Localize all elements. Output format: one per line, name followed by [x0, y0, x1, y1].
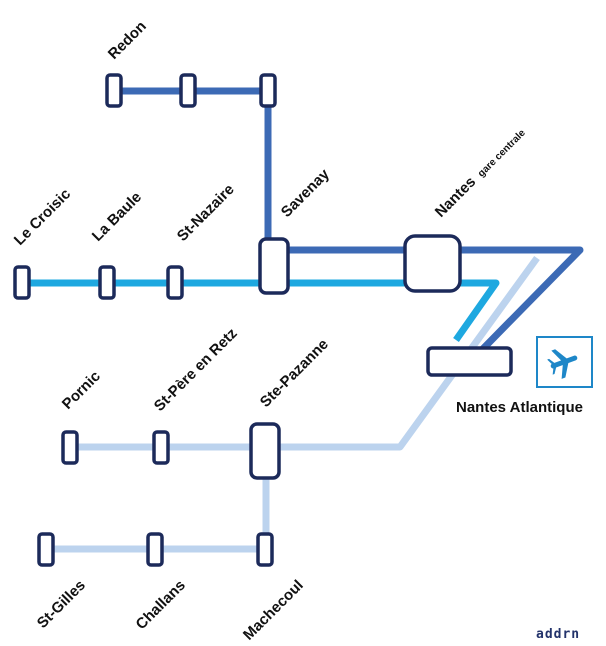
- label-challans: Challans: [133, 577, 189, 633]
- station-ste-pazanne[interactable]: [249, 422, 281, 480]
- label-savenay: Savenay: [278, 165, 334, 221]
- label-ste-pazanne: Ste-Pazanne: [257, 336, 332, 411]
- station-pornic[interactable]: [61, 430, 79, 465]
- airplane-icon: [536, 336, 593, 388]
- label-pornic: Pornic: [59, 368, 104, 413]
- label-nantes-sub: gare centrale: [476, 127, 528, 179]
- station-redon-a[interactable]: [105, 73, 123, 108]
- station-st-nazaire[interactable]: [166, 265, 184, 300]
- station-la-baule[interactable]: [98, 265, 116, 300]
- label-la-baule: La Baule: [89, 189, 145, 245]
- station-le-croisic[interactable]: [13, 265, 31, 300]
- line-segment-pornic: [70, 255, 540, 451]
- label-redon: Redon: [105, 18, 150, 63]
- label-nantes-atlantique: Nantes Atlantique: [456, 399, 583, 416]
- station-challans[interactable]: [146, 532, 164, 567]
- station-machecoul[interactable]: [256, 532, 274, 567]
- station-nantes-atlantique[interactable]: [426, 346, 513, 377]
- label-nantes: Nantes gare centrale: [432, 124, 529, 221]
- label-st-gilles: St-Gilles: [34, 577, 89, 632]
- brand-logo: addrn: [536, 627, 580, 642]
- station-savenay[interactable]: [258, 237, 290, 295]
- label-st-pere-en-retz: St-Père en Retz: [151, 325, 241, 415]
- label-le-croisic: Le Croisic: [11, 186, 74, 249]
- station-st-gilles[interactable]: [37, 532, 55, 567]
- station-nantes[interactable]: [403, 234, 462, 293]
- station-redon-c[interactable]: [259, 73, 277, 108]
- station-redon-b[interactable]: [179, 73, 197, 108]
- label-machecoul: Machecoul: [240, 577, 307, 644]
- stations: [13, 73, 513, 567]
- label-st-nazaire: St-Nazaire: [174, 181, 238, 245]
- station-st-pere-en-retz[interactable]: [152, 430, 170, 465]
- label-nantes-main: Nantes: [432, 173, 479, 220]
